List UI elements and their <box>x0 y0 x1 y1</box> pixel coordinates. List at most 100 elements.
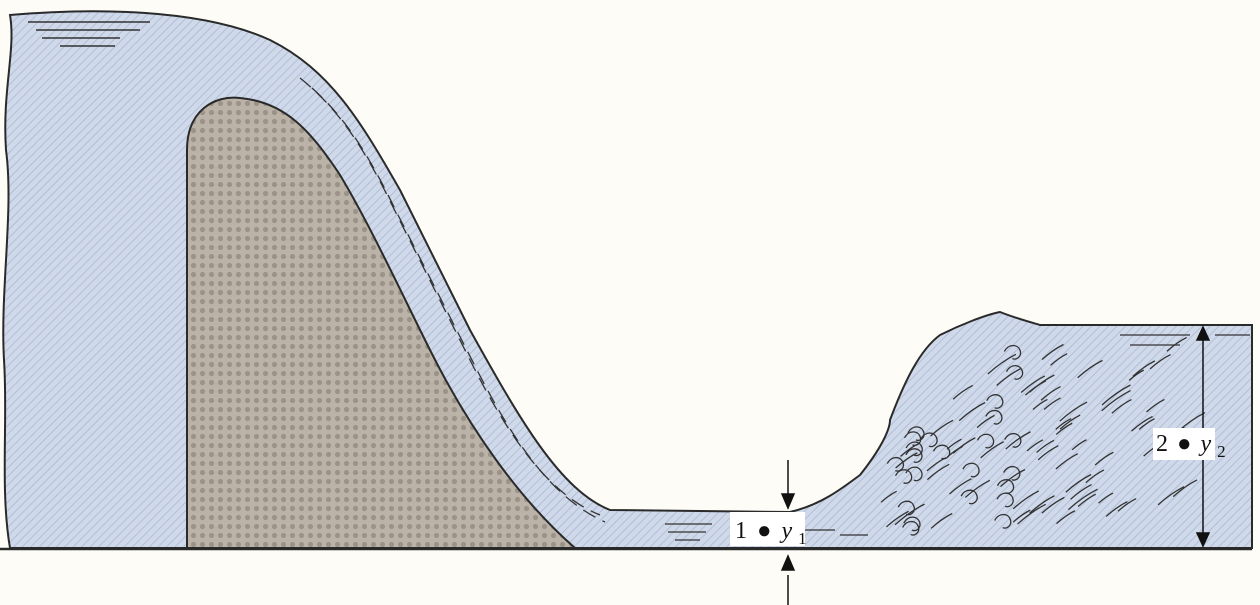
jump-stroke <box>897 500 915 516</box>
jump-stroke <box>1157 486 1185 506</box>
section-1-var: y <box>780 518 793 544</box>
jump-stroke <box>926 457 947 472</box>
jump-stroke <box>1131 415 1153 432</box>
spillway-streamlines <box>299 77 606 523</box>
jump-stroke <box>1017 503 1046 525</box>
jump-stroke <box>1094 451 1114 466</box>
jump-stroke <box>958 401 986 422</box>
jump-stroke <box>902 520 920 536</box>
jump-stroke <box>1004 432 1022 448</box>
section-2-number: 2 <box>1156 431 1168 457</box>
toe-flow-marks <box>665 523 868 541</box>
jump-stroke <box>905 441 923 457</box>
jump-stroke <box>895 452 918 469</box>
jump-stroke <box>1055 453 1079 470</box>
jump-stroke <box>1111 399 1132 414</box>
jump-stroke <box>1098 492 1114 504</box>
section-1-subscript: 1 <box>798 529 807 548</box>
section-2-subscript: 2 <box>1217 442 1226 461</box>
jump-stroke <box>1032 398 1048 410</box>
jump-stroke <box>1029 495 1055 514</box>
jump-stroke <box>1055 418 1072 430</box>
jump-stroke <box>1077 493 1097 508</box>
jump-stroke <box>1059 414 1081 430</box>
jump-stroke <box>1012 490 1040 510</box>
jump-stroke <box>930 419 954 437</box>
jump-stroke <box>1105 500 1128 517</box>
jump-stroke <box>1041 496 1065 514</box>
jump-stroke <box>1172 479 1198 498</box>
depth-y1-indicator <box>780 460 796 605</box>
jump-stroke <box>886 510 909 528</box>
jump-stroke <box>1067 488 1098 511</box>
jump-stroke <box>1005 431 1031 450</box>
jump-stroke <box>1025 380 1047 396</box>
jump-stroke <box>962 462 980 478</box>
jump-stroke <box>905 466 923 482</box>
svg-text:2 ● y 2: 2 ● y 2 <box>1156 431 1226 461</box>
section-2-var: y <box>1199 431 1212 457</box>
jump-stroke <box>976 414 995 429</box>
jump-stroke <box>907 426 925 442</box>
jump-stroke <box>1003 465 1021 481</box>
jump-stroke <box>1003 344 1022 360</box>
jump-stroke <box>894 503 925 526</box>
section-2-dot: ● <box>1177 431 1192 457</box>
jump-stroke <box>1050 353 1068 366</box>
jump-stroke <box>985 409 1003 425</box>
jump-stroke <box>1000 468 1026 488</box>
jump-stroke <box>1037 445 1059 461</box>
jump-stroke <box>1132 360 1156 377</box>
jump-stroke <box>1055 422 1073 435</box>
jump-stroke <box>1085 469 1105 484</box>
jump-stroke <box>949 478 972 495</box>
svg-text:1 ● y 1: 1 ● y 1 <box>735 518 807 548</box>
jump-stroke <box>964 479 991 498</box>
jump-stroke <box>1040 385 1061 401</box>
jump-stroke <box>900 442 920 457</box>
jump-stroke <box>1077 359 1103 379</box>
jump-stroke <box>1041 343 1064 360</box>
jump-stroke <box>986 394 1004 409</box>
jump-stroke <box>987 353 1017 375</box>
jump-stroke <box>1166 336 1187 352</box>
hydraulic-jump-turbulence <box>880 336 1206 536</box>
jump-stroke <box>903 516 921 532</box>
jump-stroke <box>1071 439 1087 451</box>
jump-stroke <box>1128 369 1145 381</box>
jump-stroke <box>1036 439 1055 453</box>
jump-stroke <box>1101 390 1131 412</box>
jump-stroke <box>894 469 913 484</box>
jump-stroke <box>996 479 1015 494</box>
jump-stroke <box>1005 365 1024 380</box>
section-1-number: 1 <box>735 518 747 544</box>
jump-stroke <box>996 492 1014 508</box>
jump-stroke <box>1149 353 1171 370</box>
jump-stroke <box>1012 509 1031 523</box>
label-section-2: 2 ● y 2 <box>1153 428 1226 461</box>
jump-stroke <box>1056 510 1076 525</box>
dam-body <box>186 96 578 549</box>
jump-stroke <box>1065 473 1092 493</box>
jump-stroke <box>1117 497 1137 512</box>
jump-stroke <box>1043 397 1061 410</box>
jump-stroke <box>930 512 953 529</box>
jump-stroke <box>1138 418 1155 430</box>
jump-stroke <box>946 438 962 450</box>
jump-stroke <box>1026 439 1044 452</box>
jump-stroke <box>1070 483 1092 500</box>
jump-stroke <box>1146 398 1165 413</box>
jump-stroke <box>1101 384 1131 406</box>
jump-stroke <box>926 463 950 481</box>
jump-stroke <box>880 490 897 503</box>
label-section-1: 1 ● y 1 <box>730 512 807 548</box>
reservoir-surface-marks <box>28 21 150 47</box>
jump-stroke <box>1059 401 1088 422</box>
jump-stroke <box>960 489 978 505</box>
jump-stroke <box>952 384 974 400</box>
jump-stroke <box>976 433 995 449</box>
jump-stroke <box>980 441 1005 459</box>
jump-stroke <box>994 513 1012 529</box>
